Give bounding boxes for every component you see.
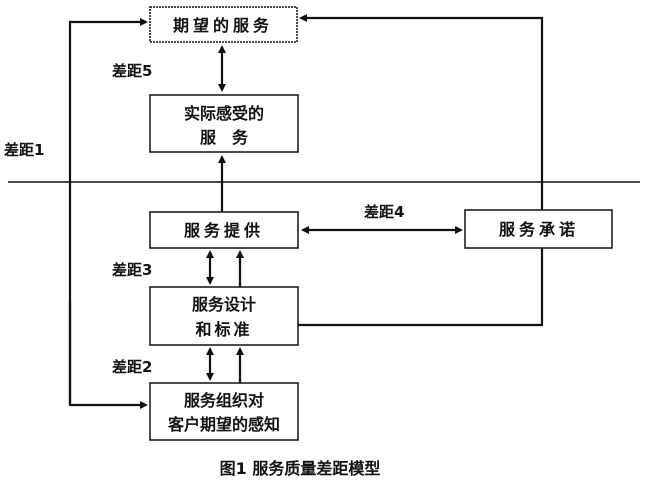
svg-text:服务设计: 服务设计 (192, 295, 256, 314)
commitment-to-expected-arrow (299, 14, 544, 210)
svg-text:服务承诺: 服务承诺 (499, 220, 579, 239)
design-standards-box: 服务设计 和标准 (149, 286, 299, 346)
gap1-arrow-to-perception (68, 300, 148, 409)
perceived-service-box: 实际感受的 服 务 (149, 94, 299, 153)
design-to-commitment-line (298, 248, 544, 327)
gap2-label: 差距2 (112, 358, 152, 376)
svg-text:实际感受的: 实际感受的 (184, 104, 264, 123)
gap3-label: 差距3 (112, 261, 152, 279)
service-commitment-box: 服务承诺 (464, 209, 613, 249)
expected-service-box: 期望的服务 (149, 6, 298, 43)
svg-text:服务提供: 服务提供 (184, 221, 264, 240)
org-perception-box: 服务组织对 客户期望的感知 (149, 382, 299, 441)
figure-caption: 图1 服务质量差距模型 (220, 459, 381, 478)
service-delivery-box: 服务提供 (149, 211, 299, 249)
svg-text:期望的服务: 期望的服务 (173, 16, 273, 35)
svg-text:服 务: 服 务 (200, 128, 249, 147)
gap5-label: 差距5 (112, 62, 152, 80)
svg-text:和标准: 和标准 (195, 320, 252, 339)
gap1-label: 差距1 (4, 141, 44, 159)
gap4-label: 差距4 (364, 203, 404, 221)
svg-text:客户期望的感知: 客户期望的感知 (168, 415, 280, 434)
gap1-arrow-to-expected (68, 18, 148, 405)
svg-text:服务组织对: 服务组织对 (184, 391, 264, 410)
